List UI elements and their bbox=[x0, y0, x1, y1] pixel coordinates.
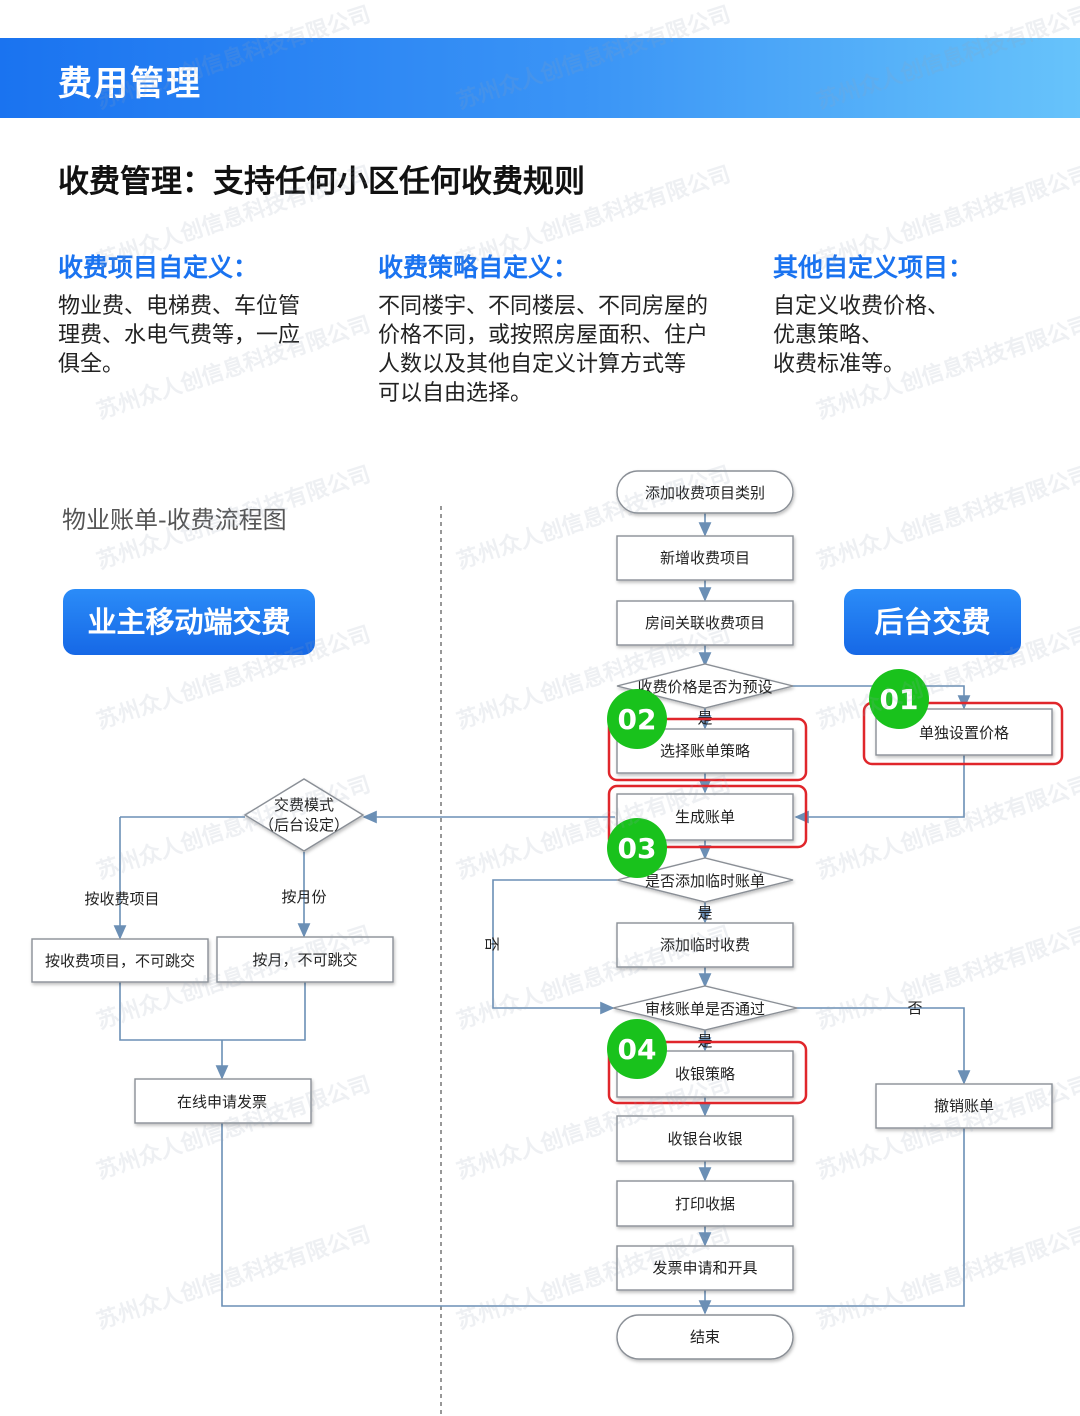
node-link-room bbox=[616, 600, 794, 646]
node-mode-q-label-2: （后台设定） bbox=[259, 816, 349, 834]
backend-payment-pill: 后台交费 bbox=[844, 589, 1021, 655]
highlight-set-price bbox=[862, 701, 1064, 766]
feature-text-strategy: 不同楼宇、不同楼层、不同房屋的 价格不同，或按照房屋面积、住户 人数以及其他自定… bbox=[378, 294, 709, 406]
highlight-cash-strategy bbox=[607, 1040, 808, 1105]
badge-02 bbox=[607, 689, 667, 749]
process-nodes bbox=[31, 470, 1053, 1360]
node-online-invoice-label: 在线申请发票 bbox=[177, 1093, 267, 1111]
feature-title-strategy: 收费策略自定义： bbox=[378, 253, 579, 282]
highlight-frames bbox=[607, 701, 1064, 1105]
edge-label-no-2: 否 bbox=[483, 936, 501, 951]
node-preset-q bbox=[616, 663, 794, 709]
node-audit-q bbox=[612, 985, 798, 1031]
node-preset-q-label: 收费价格是否为预设 bbox=[637, 678, 772, 696]
node-audit-q-label: 审核账单是否通过 bbox=[645, 1000, 765, 1018]
badge-02-label: 02 bbox=[618, 703, 657, 736]
node-by-month-label: 按月，不可跳交 bbox=[252, 951, 357, 969]
node-online-invoice bbox=[134, 1078, 312, 1124]
node-add-temp bbox=[616, 922, 794, 968]
node-print bbox=[616, 1180, 794, 1227]
node-invoice bbox=[616, 1245, 794, 1291]
node-select-strategy-label: 选择账单策略 bbox=[660, 742, 750, 760]
node-mode-q bbox=[243, 778, 365, 852]
node-print-label: 打印收据 bbox=[675, 1195, 735, 1213]
node-by-item bbox=[31, 938, 209, 983]
edge-label-yes-2: 是 bbox=[697, 904, 712, 922]
node-add-item-label: 新增收费项目 bbox=[660, 549, 750, 567]
node-set-price-label: 单独设置价格 bbox=[919, 724, 1009, 742]
edge-label-by-item: 按收费项目 bbox=[84, 890, 159, 908]
node-mode-q-label-1: 交费模式 bbox=[274, 796, 334, 814]
node-gen-bill-label: 生成账单 bbox=[675, 808, 735, 826]
feature-title-items: 收费项目自定义： bbox=[58, 253, 259, 282]
node-start bbox=[616, 470, 794, 514]
badge-01 bbox=[869, 669, 929, 729]
node-revoke-label: 撤销账单 bbox=[934, 1097, 994, 1115]
node-end-label: 结束 bbox=[690, 1328, 720, 1346]
badge-03-label: 03 bbox=[618, 832, 657, 865]
node-temp-q-label: 是否添加临时账单 bbox=[645, 872, 765, 890]
highlight-select-strategy bbox=[607, 717, 808, 782]
badge-01-label: 01 bbox=[880, 683, 919, 716]
feature-title-other: 其他自定义项目： bbox=[773, 253, 974, 282]
step-badges: 01 02 03 04 bbox=[607, 669, 929, 1079]
mobile-payment-pill: 业主移动端交费 bbox=[63, 589, 315, 655]
node-cashier-label: 收银台收银 bbox=[667, 1130, 742, 1148]
node-add-temp-label: 添加临时收费 bbox=[660, 936, 750, 954]
node-temp-q bbox=[616, 857, 794, 903]
highlight-gen-bill bbox=[607, 784, 808, 849]
node-revoke bbox=[875, 1083, 1053, 1129]
node-invoice-label: 发票申请和开具 bbox=[652, 1259, 757, 1277]
node-add-item bbox=[616, 535, 794, 581]
edge-label-no-1: 否 bbox=[907, 999, 922, 1017]
connectors bbox=[113, 513, 971, 1315]
badge-04-label: 04 bbox=[618, 1033, 657, 1066]
node-cashier bbox=[616, 1115, 794, 1162]
node-link-room-label: 房间关联收费项目 bbox=[645, 614, 765, 632]
edge-label-by-month: 按月份 bbox=[281, 888, 326, 906]
feature-text-other: 自定义收费价格、 优惠策略、 收费标准等。 bbox=[773, 294, 950, 377]
badge-04 bbox=[607, 1019, 667, 1079]
header-bar: 费用管理 bbox=[0, 38, 1080, 118]
badge-03 bbox=[607, 818, 667, 878]
node-by-month bbox=[216, 936, 394, 983]
page-subtitle: 收费管理：支持任何小区任何收费规则 bbox=[58, 164, 585, 200]
flowchart-title: 物业账单-收费流程图 bbox=[62, 506, 287, 534]
node-labels: 添加收费项目类别 新增收费项目 房间关联收费项目 收费价格是否为预设 选择账单策… bbox=[45, 484, 1009, 1346]
node-end bbox=[616, 1314, 794, 1360]
node-by-item-label: 按收费项目，不可跳交 bbox=[45, 952, 195, 970]
node-cash-strategy-label: 收银策略 bbox=[675, 1065, 735, 1083]
node-start-label: 添加收费项目类别 bbox=[645, 484, 765, 502]
header-title: 费用管理 bbox=[58, 64, 202, 104]
feature-text-items: 物业费、电梯费、车位管 理费、水电气费等，一应 俱全。 bbox=[58, 294, 301, 377]
